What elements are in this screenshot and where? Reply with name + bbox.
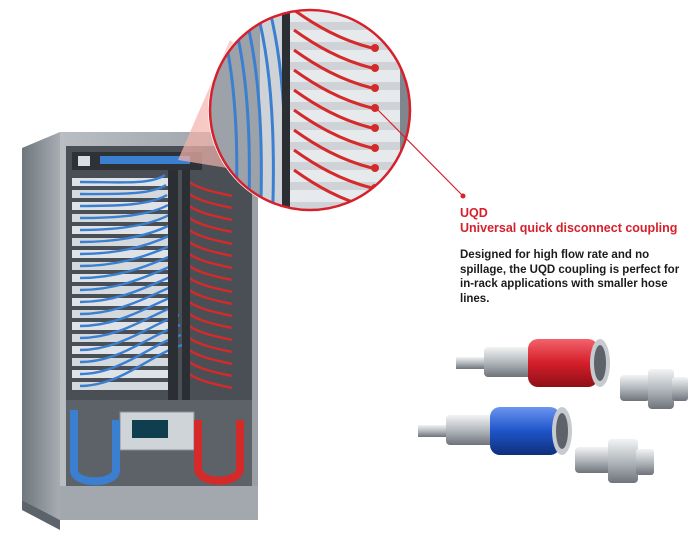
callout-title: UQD — [460, 206, 488, 220]
callout-subtitle: Universal quick disconnect coupling — [460, 221, 678, 235]
uqd-callout: UQD Universal quick disconnect coupling … — [460, 206, 696, 306]
callout-description: Designed for high flow rate and no spill… — [460, 249, 680, 305]
callout-leader-line — [375, 107, 463, 196]
red-coupling-socket — [456, 339, 610, 387]
server-rack-illustration — [22, 8, 466, 530]
callout-leader-dot — [460, 193, 466, 199]
red-coupling-plug — [620, 369, 688, 409]
blue-coupling-plug — [575, 439, 654, 483]
uqd-coupling-products — [418, 339, 688, 483]
rack-cabinet — [22, 132, 258, 530]
blue-coupling-socket — [418, 407, 572, 455]
